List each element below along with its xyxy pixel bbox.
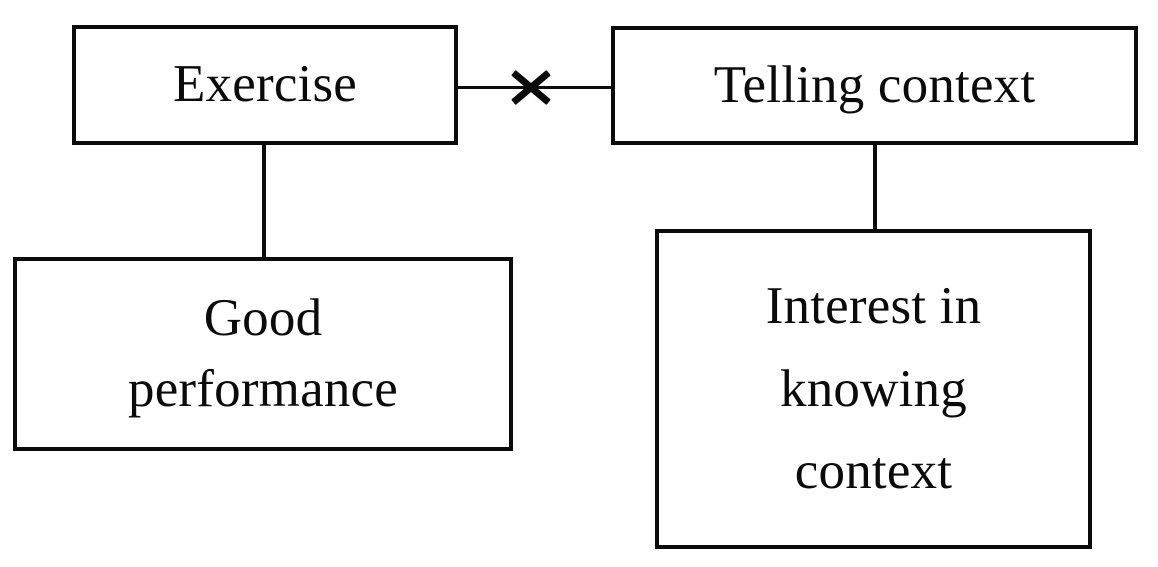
node-telling-context-label: Telling context: [713, 55, 1036, 114]
node-exercise[interactable]: Exercise: [72, 25, 458, 145]
connector-telling-context-interest: [873, 142, 877, 232]
node-telling-context[interactable]: Telling context: [611, 26, 1138, 145]
node-good-performance[interactable]: Good performance: [13, 257, 513, 451]
node-interest-in-knowing-context-label: Interest in knowing context: [765, 276, 982, 501]
node-exercise-label: Exercise: [172, 55, 358, 114]
node-interest-in-knowing-context[interactable]: Interest in knowing context: [655, 229, 1092, 549]
connector-exercise-good-performance: [262, 142, 266, 260]
node-good-performance-label: Good performance: [128, 288, 398, 418]
cross-negation-icon: [510, 69, 551, 106]
